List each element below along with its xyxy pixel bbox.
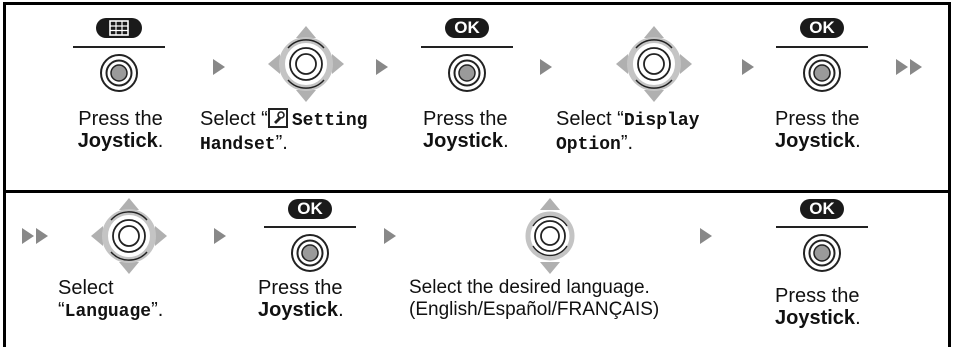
joystick-up-down-icon xyxy=(525,196,575,276)
step1-suffix: . xyxy=(157,130,164,152)
key-separator xyxy=(776,46,868,48)
step2-prefix: Select “ xyxy=(200,108,268,130)
step9-suffix: . xyxy=(855,307,861,329)
joystick-center-icon xyxy=(802,53,842,93)
step2-menu-handset: Handset xyxy=(200,135,276,155)
step4-suffix: ”. xyxy=(620,132,634,154)
joystick-4-way-icon xyxy=(266,24,346,104)
step7-instruction: Press the Joystick. xyxy=(258,277,344,321)
step7-key: Joystick xyxy=(258,299,339,321)
arrow-right-icon xyxy=(742,59,754,75)
arrow-right-icon xyxy=(376,59,388,75)
key-separator xyxy=(264,226,356,228)
menu-grid-icon xyxy=(109,20,129,36)
step4-menu-display: Display xyxy=(623,111,700,131)
step5-suffix: . xyxy=(855,130,861,152)
step1-instruction: Press the Joystick. xyxy=(58,108,183,152)
step6-instruction: Select “Language”. xyxy=(58,277,163,323)
row-divider xyxy=(6,190,948,193)
ok-key-icon: OK xyxy=(800,18,844,38)
step6-text: Select xyxy=(58,277,114,299)
step2-menu-setting: Setting xyxy=(291,111,368,131)
key-separator xyxy=(421,46,513,48)
step1-text: Press the xyxy=(78,108,163,130)
joystick-center-icon xyxy=(447,53,487,93)
step4-prefix: Select “ xyxy=(556,108,624,130)
step8-text: Select the desired language. xyxy=(409,277,650,298)
step2-suffix: ”. xyxy=(275,132,288,154)
step3-suffix: . xyxy=(503,130,509,152)
key-separator xyxy=(776,226,868,228)
step5-text: Press the xyxy=(775,108,860,130)
ok-key-icon: OK xyxy=(288,199,332,219)
step5-key: Joystick xyxy=(775,130,856,152)
step2-instruction: Select “ Setting Handset”. xyxy=(200,108,367,156)
step8-language-options: (English/Español/FRANÇAIS) xyxy=(409,299,660,320)
step9-text: Press the xyxy=(775,285,860,307)
step7-text: Press the xyxy=(258,277,343,299)
joystick-center-icon xyxy=(99,53,139,93)
gear-icon xyxy=(267,108,288,128)
step8-instruction: Select the desired language. (English/Es… xyxy=(409,277,659,321)
step5-instruction: Press the Joystick. xyxy=(775,108,861,152)
arrow-right-icon xyxy=(384,228,396,244)
arrow-right-icon xyxy=(540,59,552,75)
joystick-center-icon xyxy=(802,233,842,273)
joystick-center-icon xyxy=(290,233,330,273)
arrow-right-icon xyxy=(214,228,226,244)
step3-text: Press the xyxy=(423,108,508,130)
joystick-4-way-icon xyxy=(614,24,694,104)
step6-menu-language: Language xyxy=(64,302,152,322)
step6-close-quote: ”. xyxy=(151,299,164,321)
step1-key: Joystick xyxy=(77,130,158,152)
joystick-4-way-icon xyxy=(89,196,169,276)
step3-instruction: Press the Joystick. xyxy=(423,108,509,152)
step3-key: Joystick xyxy=(423,130,504,152)
step4-menu-option: Option xyxy=(556,135,621,155)
step9-key: Joystick xyxy=(775,307,856,329)
arrow-right-icon xyxy=(700,228,712,244)
ok-key-icon: OK xyxy=(800,199,844,219)
step7-suffix: . xyxy=(338,299,344,321)
arrow-right-icon xyxy=(213,59,225,75)
step6-open-quote: “ xyxy=(58,299,65,321)
menu-key-icon xyxy=(96,18,142,38)
step4-instruction: Select “Display Option”. xyxy=(556,108,699,156)
ok-key-icon: OK xyxy=(445,18,489,38)
step9-instruction: Press the Joystick. xyxy=(775,285,861,329)
key-separator xyxy=(73,46,165,48)
